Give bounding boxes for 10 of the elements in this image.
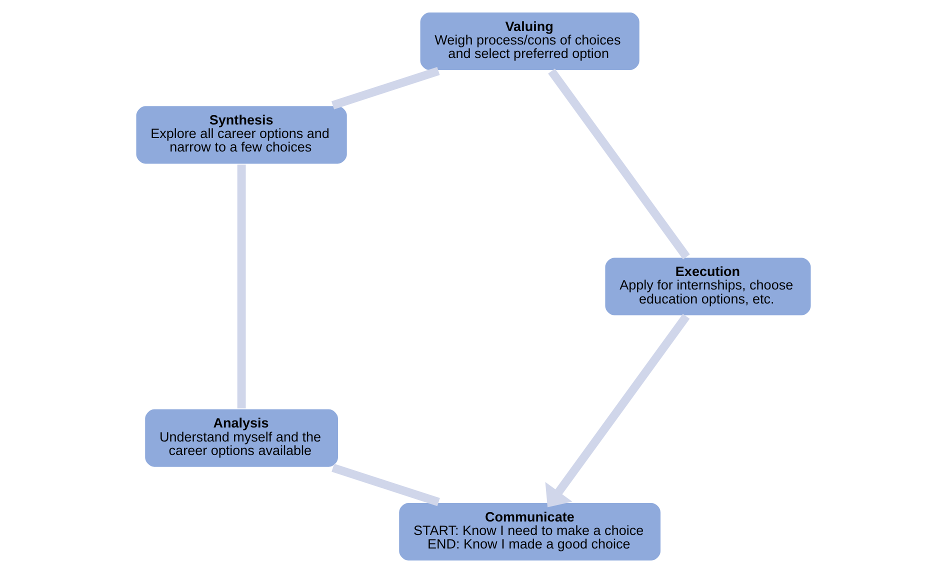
node-box: Analysis Understand myself and the career options available bbox=[142, 408, 340, 468]
arrow bbox=[544, 314, 690, 508]
node-box: Communicate START: Know I need to make a choice END: Know I made a good choice bbox=[396, 501, 662, 562]
node-box: Valuing Weigh process/cons of choices and select preferred option bbox=[418, 10, 641, 72]
connector bbox=[548, 68, 690, 260]
node-box: Synthesis Explore all career options and narrow to a few choices bbox=[134, 104, 348, 166]
connector bbox=[331, 464, 440, 506]
connector bbox=[330, 66, 440, 110]
node-box: Execution Apply for internships, choose education options, etc. bbox=[603, 256, 812, 317]
connector bbox=[236, 164, 246, 408]
